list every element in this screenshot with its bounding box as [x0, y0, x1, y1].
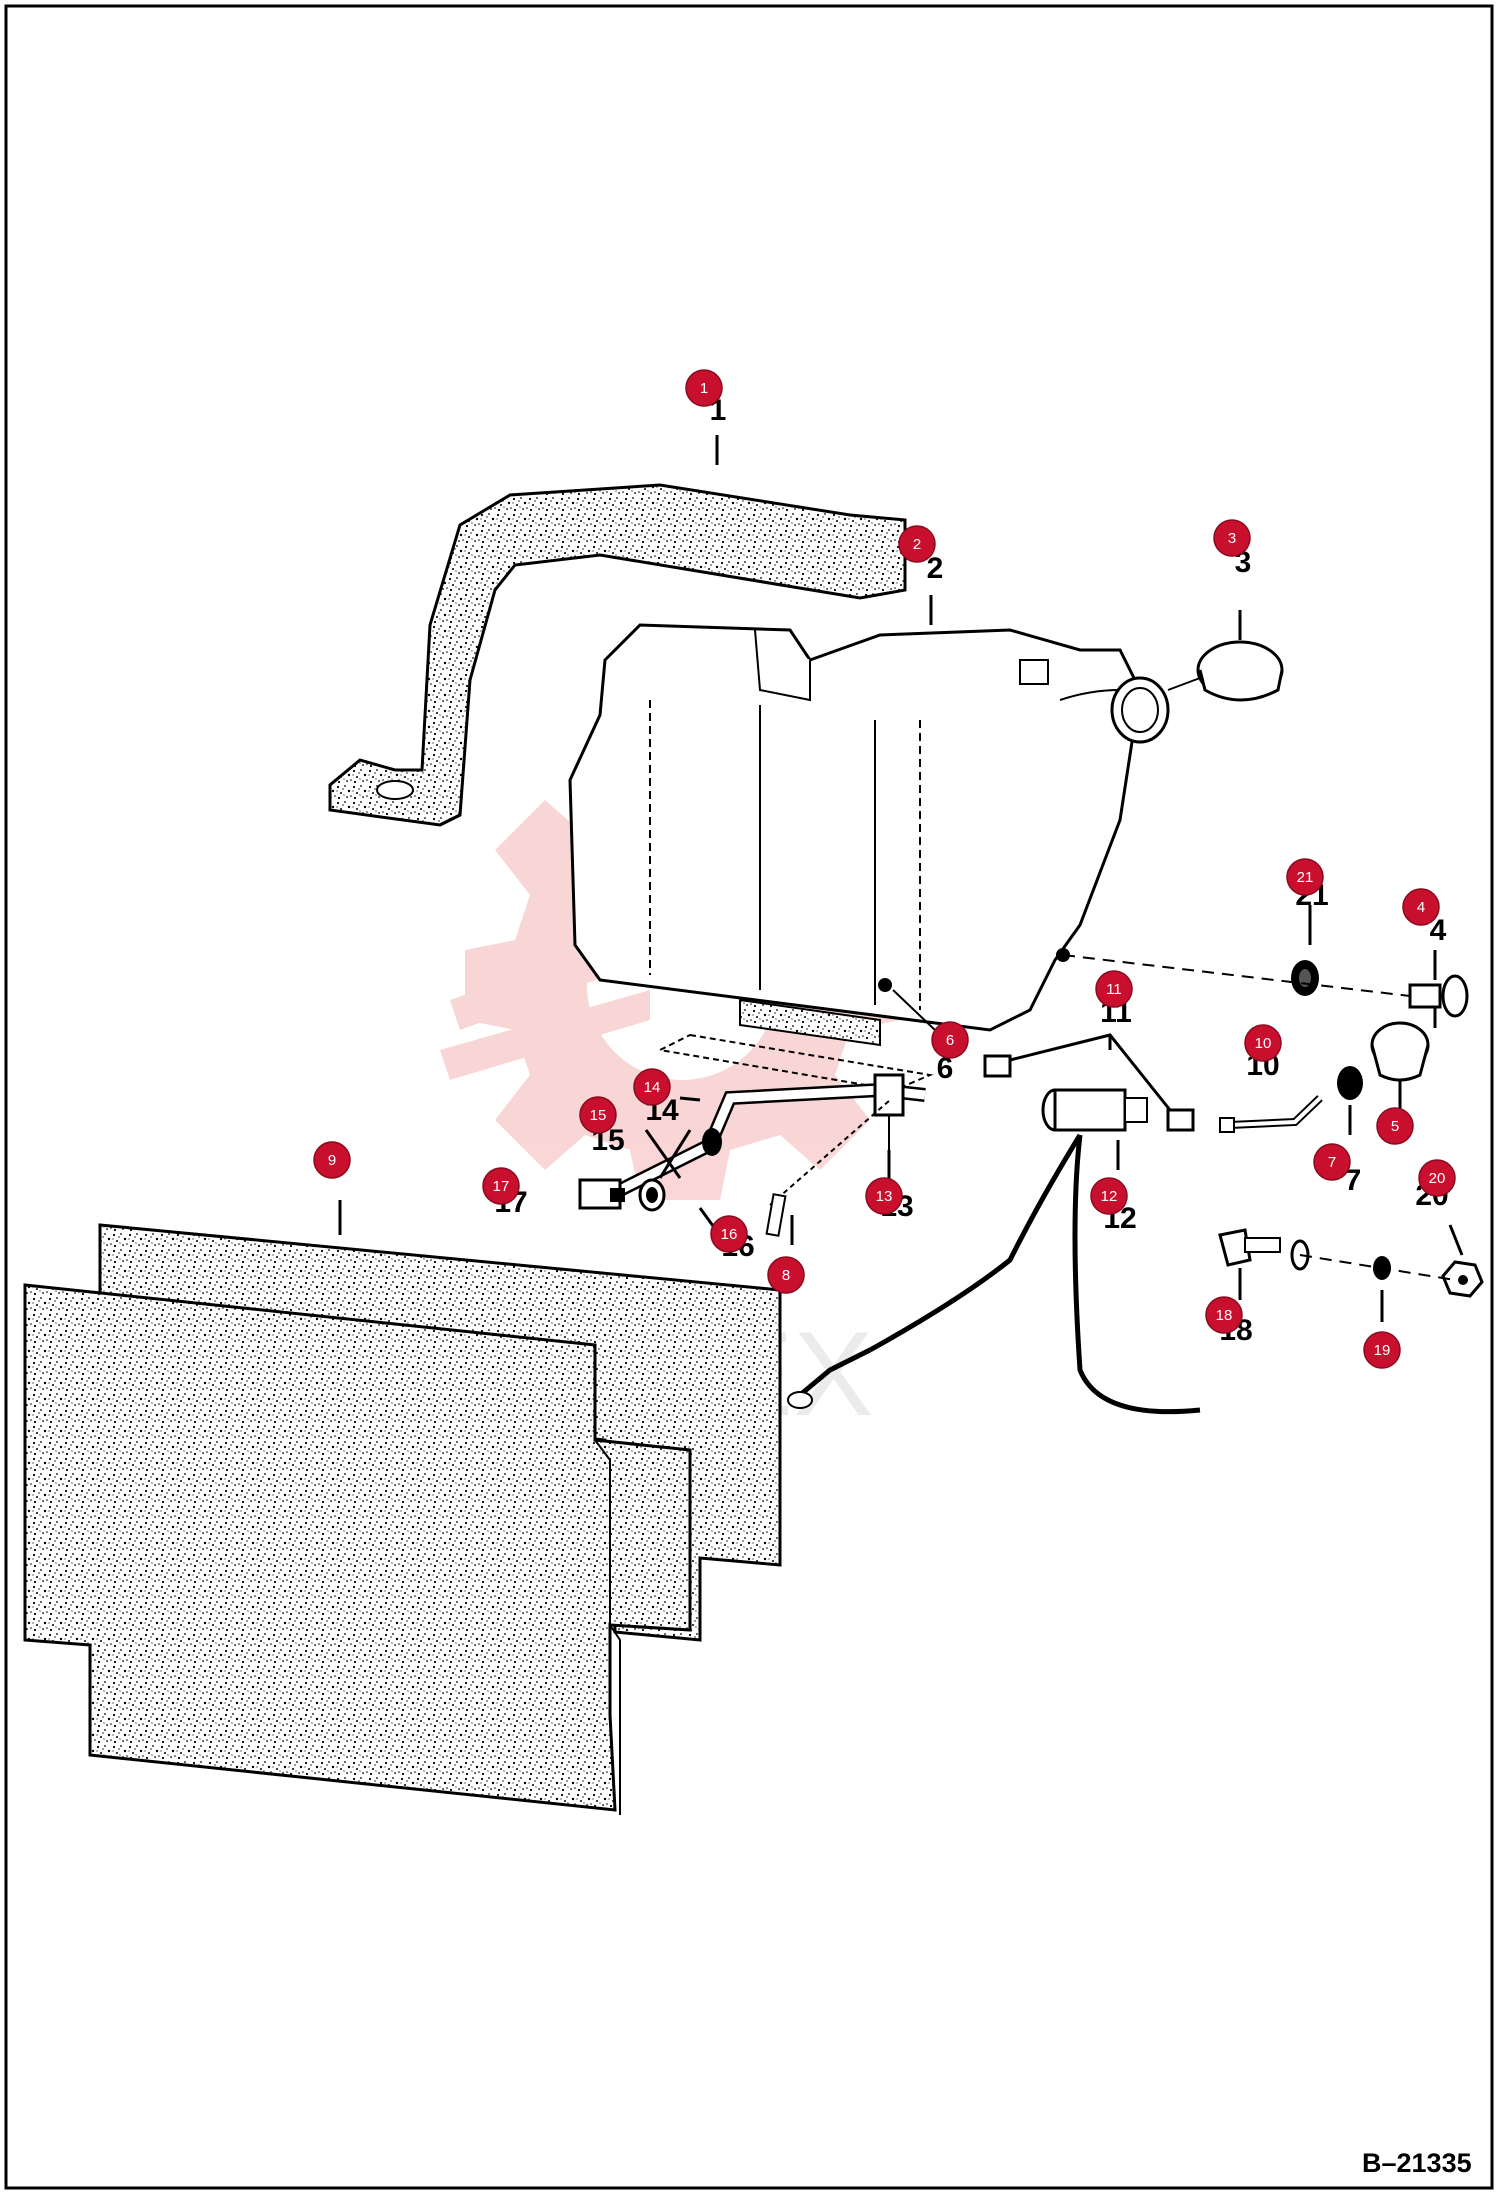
- callout-13[interactable]: 13: [865, 1177, 903, 1215]
- part-7-spring: [1337, 1066, 1363, 1100]
- callout-label-8: 8: [782, 1267, 790, 1284]
- callout-marker-10: [1244, 1024, 1282, 1062]
- part-4-tee: [1408, 974, 1469, 1028]
- callout-9[interactable]: 9: [313, 1141, 351, 1179]
- callout-marker-1: [685, 369, 723, 407]
- part-17-plug: [578, 1178, 625, 1210]
- callout-label-11: 11: [1106, 981, 1122, 998]
- callout-marker-8: [767, 1256, 805, 1294]
- callout-marker-3: [1213, 519, 1251, 557]
- callout-label-3: 3: [1228, 530, 1236, 547]
- part-6-nut: [878, 978, 936, 1031]
- assembly-line-18: [1299, 1254, 1456, 1281]
- callout-label-2: 2: [913, 536, 921, 553]
- callout-label-20: 20: [1429, 1170, 1446, 1187]
- callout-marker-15: [579, 1096, 617, 1134]
- part-2-tank: [568, 623, 1170, 1092]
- page-border: [4, 4, 1494, 2190]
- underlying-number-7: 7: [1345, 1164, 1362, 1197]
- underlying-number-6: 6: [937, 1052, 954, 1085]
- part-21-grommet: [1291, 960, 1319, 996]
- callout-19[interactable]: 19: [1363, 1331, 1401, 1369]
- part-8-screw: [765, 1099, 891, 1237]
- callout-label-4: 4: [1417, 899, 1425, 916]
- figure-id-label: B–21335: [1362, 2148, 1472, 2178]
- part-10-tube: [1219, 1095, 1323, 1133]
- callout-marker-12: [1090, 1177, 1128, 1215]
- callout-18[interactable]: 18: [1205, 1296, 1243, 1334]
- callout-8[interactable]: 8: [767, 1256, 805, 1294]
- callout-11[interactable]: 11: [1095, 970, 1133, 1008]
- callout-marker-20: [1418, 1159, 1456, 1197]
- part-16-fitting: [638, 1178, 666, 1212]
- callout-marker-4: [1402, 888, 1440, 926]
- callout-label-16: 16: [721, 1226, 738, 1243]
- callout-label-18: 18: [1216, 1307, 1233, 1324]
- callout-4[interactable]: 4: [1402, 888, 1440, 926]
- part-18-bolt: [1218, 1228, 1310, 1271]
- part-13-clamp: [873, 1073, 905, 1150]
- callout-marker-18: [1205, 1296, 1243, 1334]
- callout-20[interactable]: 20: [1418, 1159, 1456, 1197]
- part-5-filter: [1370, 1021, 1430, 1082]
- callout-5[interactable]: 5: [1376, 1107, 1414, 1145]
- part-12-sender: [787, 1088, 1201, 1415]
- callout-21[interactable]: 21: [1286, 858, 1324, 896]
- callout-marker-17: [482, 1167, 520, 1205]
- callout-12[interactable]: 12: [1090, 1177, 1128, 1215]
- callout-marker-11: [1095, 970, 1133, 1008]
- callout-7[interactable]: 7: [1313, 1143, 1351, 1181]
- callout-label-12: 12: [1101, 1188, 1118, 1205]
- callout-1[interactable]: 1: [685, 369, 723, 407]
- callout-3[interactable]: 3: [1213, 519, 1251, 557]
- callout-marker-21: [1286, 858, 1324, 896]
- callout-label-6: 6: [946, 1032, 954, 1049]
- part-3-cap: [1167, 640, 1284, 702]
- callout-marker-2: [898, 525, 936, 563]
- callout-6[interactable]: 6: [931, 1021, 969, 1059]
- callout-10[interactable]: 10: [1244, 1024, 1282, 1062]
- callout-marker-19: [1363, 1331, 1401, 1369]
- callout-label-21: 21: [1297, 869, 1314, 886]
- underlying-number-4: 4: [1430, 914, 1447, 947]
- callout-label-17: 17: [493, 1178, 510, 1195]
- callout-marker-14: [633, 1068, 671, 1106]
- callout-16[interactable]: 16: [710, 1215, 748, 1253]
- callout-label-1: 1: [700, 380, 708, 397]
- assembly-line-4: [1062, 954, 1411, 997]
- callout-marker-13: [865, 1177, 903, 1215]
- callout-marker-16: [710, 1215, 748, 1253]
- callout-label-10: 10: [1255, 1035, 1272, 1052]
- callout-2[interactable]: 2: [898, 525, 936, 563]
- callout-marker-6: [931, 1021, 969, 1059]
- callout-marker-7: [1313, 1143, 1351, 1181]
- callout-label-13: 13: [876, 1188, 893, 1205]
- callout-marker-5: [1376, 1107, 1414, 1145]
- callout-label-7: 7: [1328, 1154, 1336, 1171]
- leader-lines: [338, 435, 1464, 1322]
- callout-marker-9: [313, 1141, 351, 1179]
- callout-label-19: 19: [1374, 1342, 1391, 1359]
- callout-15[interactable]: 15: [579, 1096, 617, 1134]
- callout-14[interactable]: 14: [633, 1068, 671, 1106]
- callout-label-15: 15: [590, 1107, 607, 1124]
- callout-label-5: 5: [1391, 1118, 1399, 1135]
- callout-17[interactable]: 17: [482, 1167, 520, 1205]
- callout-label-14: 14: [644, 1079, 661, 1096]
- part-9-insulation: [23, 1223, 782, 1815]
- callout-label-9: 9: [328, 1152, 336, 1169]
- underlying-number-2: 2: [927, 552, 944, 585]
- part-20-nut: [1441, 1260, 1484, 1298]
